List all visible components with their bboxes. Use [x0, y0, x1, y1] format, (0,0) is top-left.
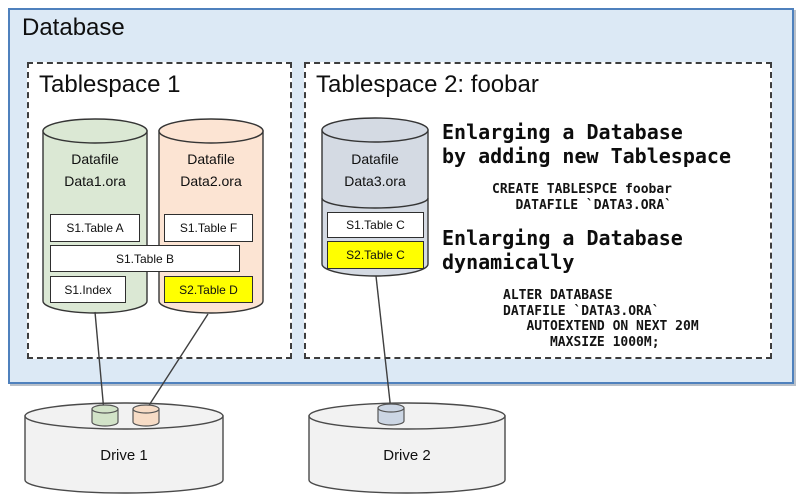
drive1-label: Drive 1	[100, 447, 148, 464]
datafile3-rim-line	[321, 197, 429, 209]
code-create-tablespace: CREATE TABLESPCE foobar DATAFILE `DATA3.…	[492, 182, 673, 213]
datafile3-extent-chip	[377, 403, 405, 426]
datafile3-label: Datafile Data3.ora	[344, 151, 406, 189]
table-box-s1-table-f: S1.Table F	[164, 214, 253, 242]
table-box-s2-table-c: S2.Table C	[327, 241, 424, 269]
heading-enlarge-dynamically: Enlarging a Database dynamically	[442, 226, 683, 274]
drive1-cylinder	[24, 402, 224, 494]
database-title: Database	[22, 14, 125, 41]
drive2-cylinder	[308, 402, 506, 494]
table-box-s2-table-d: S2.Table D	[164, 276, 253, 303]
code-alter-database: ALTER DATABASE DATAFILE `DATA3.ORA` AUTO…	[503, 288, 699, 350]
table-box-s1-table-b: S1.Table B	[50, 245, 240, 272]
tablespace2-title: Tablespace 2: foobar	[316, 71, 539, 98]
datafile2-label: Datafile Data2.ora	[180, 151, 242, 189]
drive2-label: Drive 2	[383, 447, 431, 464]
table-box-s1-index: S1.Index	[50, 276, 126, 303]
connector-datafile3-drive2	[375, 275, 392, 412]
connector-datafile1-drive1	[94, 311, 105, 413]
datafile1-extent-chip	[91, 404, 119, 427]
datafile2-extent-chip	[132, 404, 160, 427]
table-box-s1-table-a: S1.Table A	[50, 214, 140, 242]
tablespace1-title: Tablespace 1	[39, 71, 181, 98]
heading-enlarge-by-tablespace: Enlarging a Database by adding new Table…	[442, 120, 731, 168]
connector-datafile2-drive1	[145, 313, 209, 411]
table-box-s1-table-c: S1.Table C	[327, 212, 424, 238]
datafile3-cylinder	[321, 117, 429, 277]
datafile1-label: Datafile Data1.ora	[64, 151, 126, 189]
